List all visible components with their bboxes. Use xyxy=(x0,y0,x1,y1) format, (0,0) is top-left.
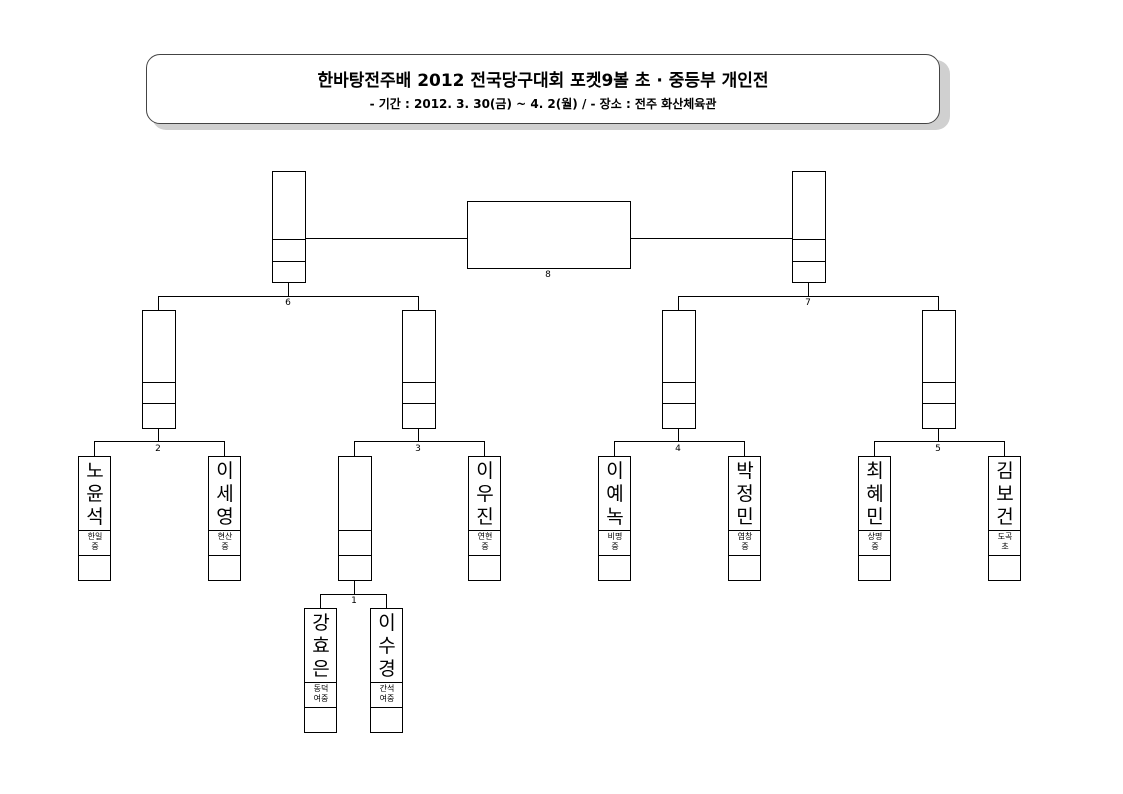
quarterfinal-winner-box xyxy=(662,310,696,429)
player-name: 박정민 xyxy=(736,460,754,528)
connector xyxy=(320,594,321,608)
connector xyxy=(614,441,744,442)
player-name: 강효은 xyxy=(312,612,330,680)
match1-winner-box xyxy=(338,456,372,581)
player-name: 이예녹 xyxy=(606,460,624,528)
connector xyxy=(678,428,679,441)
player-school: 연현중 xyxy=(477,532,493,551)
player-box: 강효은 동덕여중 xyxy=(304,608,337,733)
semifinal-winner-box xyxy=(792,171,826,283)
player-box: 이수경 간석여중 xyxy=(370,608,403,733)
connector xyxy=(808,282,809,296)
player-school: 염창중 xyxy=(737,532,753,551)
player-school: 비명중 xyxy=(607,532,623,551)
connector xyxy=(354,441,355,456)
connector xyxy=(418,428,419,441)
connector xyxy=(306,238,468,239)
match-number: 2 xyxy=(155,444,161,454)
player-name: 이수경 xyxy=(378,612,396,680)
connector xyxy=(938,296,939,310)
connector xyxy=(158,296,159,310)
final-result-box xyxy=(467,201,631,269)
player-name: 최혜민 xyxy=(866,460,884,528)
player-name: 이우진 xyxy=(476,460,494,528)
player-school: 동덕여중 xyxy=(313,684,329,703)
connector xyxy=(320,594,386,595)
connector xyxy=(484,441,485,456)
connector xyxy=(288,282,289,296)
connector xyxy=(1004,441,1005,456)
title-box: 한바탕전주배 2012 전국당구대회 포켓9볼 초 · 중등부 개인전 - 기간… xyxy=(146,54,940,124)
player-school: 한일중 xyxy=(87,532,103,551)
connector xyxy=(418,296,419,310)
event-info: - 기간 : 2012. 3. 30(금) ~ 4. 2(월) / - 장소 :… xyxy=(369,97,717,111)
match-number: 7 xyxy=(805,298,811,308)
player-box: 이세영 현산중 xyxy=(208,456,241,581)
player-school: 상명중 xyxy=(867,532,883,551)
player-school: 현산중 xyxy=(217,532,233,551)
quarterfinal-winner-box xyxy=(142,310,176,429)
semifinal-winner-box xyxy=(272,171,306,283)
match-number: 8 xyxy=(545,270,551,280)
player-name: 노윤석 xyxy=(86,460,104,528)
player-box: 이예녹 비명중 xyxy=(598,456,631,581)
player-school: 도곡초 xyxy=(997,532,1013,551)
connector xyxy=(938,428,939,441)
connector xyxy=(744,441,745,456)
quarterfinal-winner-box xyxy=(402,310,436,429)
player-name: 이세영 xyxy=(216,460,234,528)
connector xyxy=(94,441,224,442)
connector xyxy=(94,441,95,456)
match-number: 5 xyxy=(935,444,941,454)
connector xyxy=(158,428,159,441)
player-school: 간석여중 xyxy=(379,684,395,703)
connector xyxy=(678,296,938,297)
player-box: 최혜민 상명중 xyxy=(858,456,891,581)
connector xyxy=(354,441,484,442)
connector xyxy=(678,296,679,310)
player-box: 이우진 연현중 xyxy=(468,456,501,581)
quarterfinal-winner-box xyxy=(922,310,956,429)
player-box: 노윤석 한일중 xyxy=(78,456,111,581)
player-box: 김보건 도곡초 xyxy=(988,456,1021,581)
match-number: 4 xyxy=(675,444,681,454)
connector xyxy=(874,441,875,456)
player-name: 김보건 xyxy=(996,460,1014,528)
connector xyxy=(158,296,418,297)
match-number: 6 xyxy=(285,298,291,308)
match-number: 1 xyxy=(351,596,357,606)
page-title: 한바탕전주배 2012 전국당구대회 포켓9볼 초 · 중등부 개인전 xyxy=(317,71,769,91)
connector xyxy=(224,441,225,456)
player-box: 박정민 염창중 xyxy=(728,456,761,581)
connector xyxy=(614,441,615,456)
connector xyxy=(354,580,355,594)
connector xyxy=(386,594,387,608)
connector xyxy=(630,238,792,239)
connector xyxy=(874,441,1004,442)
match-number: 3 xyxy=(415,444,421,454)
